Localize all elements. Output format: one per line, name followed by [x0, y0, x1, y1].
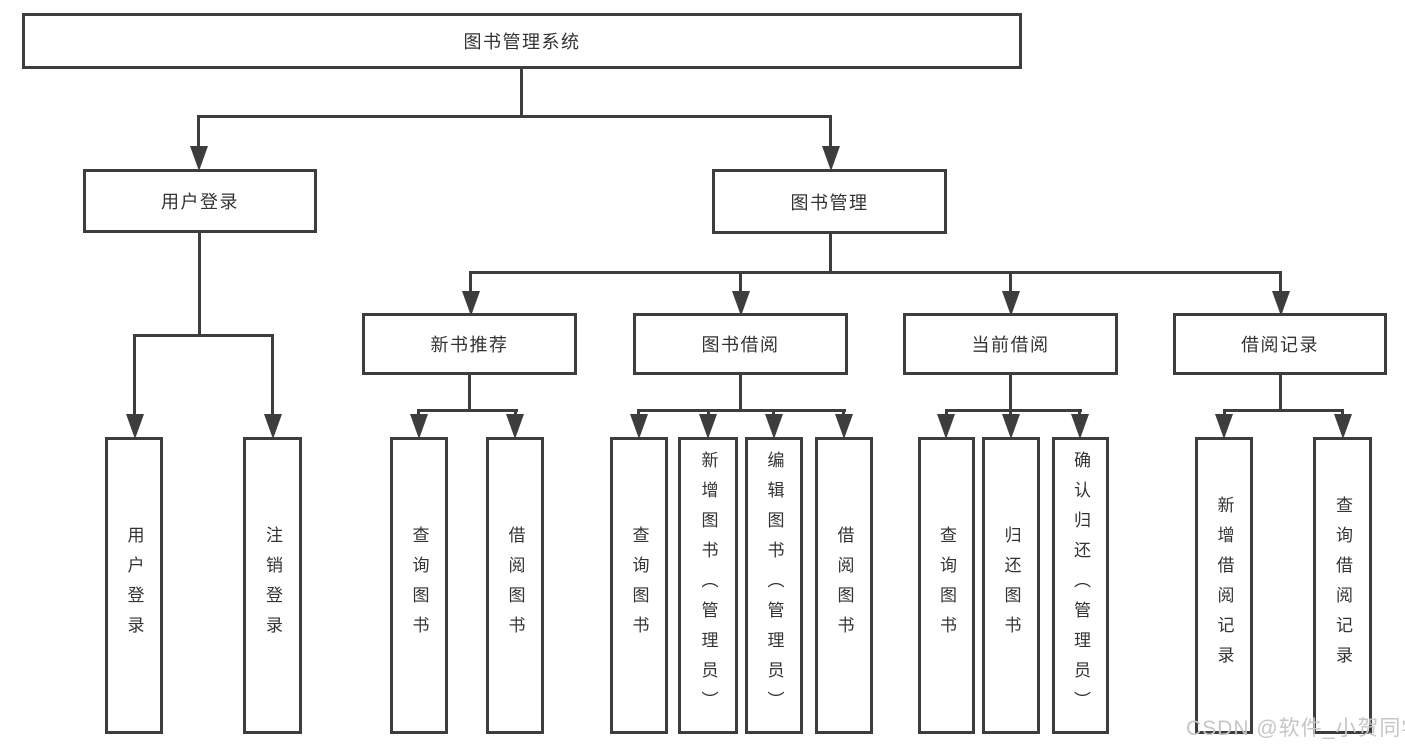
connector-line: [197, 115, 832, 118]
connector-line: [468, 375, 471, 411]
arrow-down-icon: [630, 414, 648, 439]
csdn-watermark: CSDN @软件_小贺同学: [1186, 717, 1405, 740]
leaf-borrow-books-recommend: 借阅图书: [486, 437, 544, 734]
arrow-down-icon: [126, 414, 144, 439]
node-current-borrow: 当前借阅: [903, 313, 1118, 375]
arrow-down-icon: [937, 414, 955, 439]
arrow-down-icon: [1002, 414, 1020, 439]
connector-line: [1279, 271, 1282, 292]
connector-line: [1223, 409, 1344, 412]
leaf-logout: 注销登录: [243, 437, 302, 734]
node-root-label: 图书管理系统: [463, 32, 581, 52]
connector-line: [739, 271, 742, 292]
arrow-down-icon: [732, 291, 750, 316]
node-new-book-recommend: 新书推荐: [362, 313, 577, 375]
leaf-query-books-borrow: 查询图书: [610, 437, 668, 734]
leaf-query-borrow-record-label: 查询借阅记录: [1333, 495, 1352, 676]
leaf-logout-label: 注销登录: [263, 525, 282, 646]
leaf-borrow-books: 借阅图书: [815, 437, 873, 734]
connector-line: [1341, 409, 1344, 418]
arrow-down-icon: [1272, 291, 1290, 316]
arrow-down-icon: [765, 414, 783, 439]
leaf-return-books: 归还图书: [982, 437, 1040, 734]
arrow-down-icon: [264, 414, 282, 439]
node-new-book-recommend-label: 新书推荐: [430, 335, 509, 355]
connector-line: [417, 409, 420, 418]
node-current-borrow-label: 当前借阅: [971, 335, 1050, 355]
arrow-down-icon: [462, 291, 480, 316]
leaf-return-books-label: 归还图书: [1001, 525, 1021, 646]
leaf-borrow-books-recommend-label: 借阅图书: [505, 525, 525, 646]
leaf-add-books-admin-label: 新增图书（管理员）: [698, 450, 718, 721]
connector-line: [945, 409, 1082, 412]
leaf-confirm-return-admin: 确认归还（管理员）: [1052, 437, 1109, 734]
arrow-down-icon: [822, 146, 840, 171]
connector-line: [1279, 375, 1282, 411]
connector-line: [271, 334, 274, 416]
connector-line: [514, 409, 517, 418]
connector-line: [198, 233, 201, 336]
arrow-down-icon: [506, 414, 524, 439]
arrow-down-icon: [699, 414, 717, 439]
connector-line: [1009, 271, 1012, 292]
connector-line: [772, 409, 775, 418]
connector-line: [1009, 375, 1012, 411]
node-book-borrow-label: 图书借阅: [701, 335, 780, 355]
connector-line: [469, 271, 1282, 274]
leaf-query-books-current-label: 查询图书: [937, 525, 956, 646]
connector-line: [637, 409, 846, 412]
leaf-add-books-admin: 新增图书（管理员）: [678, 437, 738, 734]
node-user-login: 用户登录: [83, 169, 317, 233]
connector-line: [842, 409, 845, 418]
node-book-management-label: 图书管理: [790, 192, 869, 213]
connector-line: [945, 409, 948, 418]
node-book-management: 图书管理: [712, 169, 947, 234]
node-root: 图书管理系统: [22, 13, 1022, 69]
arrow-down-icon: [1071, 414, 1089, 439]
arrow-down-icon: [1002, 291, 1020, 316]
connector-line: [829, 234, 832, 274]
node-borrow-records: 借阅记录: [1173, 313, 1387, 375]
node-book-borrow: 图书借阅: [633, 313, 848, 375]
arrow-down-icon: [835, 414, 853, 439]
connector-line: [829, 115, 832, 148]
leaf-user-login-label: 用户登录: [124, 525, 144, 646]
leaf-borrow-books-label: 借阅图书: [834, 525, 854, 646]
connector-line: [417, 409, 518, 412]
leaf-user-login: 用户登录: [105, 437, 163, 734]
leaf-query-books-borrow-label: 查询图书: [629, 525, 649, 646]
arrow-down-icon: [1215, 414, 1233, 439]
leaf-query-books-recommend-label: 查询图书: [409, 525, 429, 646]
leaf-add-borrow-record-label: 新增借阅记录: [1214, 495, 1234, 676]
leaf-edit-books-admin: 编辑图书（管理员）: [745, 437, 803, 734]
leaf-add-borrow-record: 新增借阅记录: [1195, 437, 1253, 734]
connector-line: [739, 375, 742, 411]
connector-line: [707, 409, 710, 418]
connector-line: [133, 334, 274, 337]
arrow-down-icon: [410, 414, 428, 439]
connector-line: [197, 115, 200, 148]
arrow-down-icon: [1334, 414, 1352, 439]
leaf-edit-books-admin-label: 编辑图书（管理员）: [764, 450, 784, 721]
connector-line: [469, 271, 472, 292]
connector-line: [1223, 409, 1226, 418]
connector-line: [133, 334, 136, 416]
connector-line: [1009, 409, 1012, 418]
connector-line: [520, 69, 523, 117]
connector-line: [637, 409, 640, 418]
leaf-query-books-recommend: 查询图书: [390, 437, 448, 734]
connector-line: [1078, 409, 1081, 418]
leaf-query-borrow-record: 查询借阅记录: [1313, 437, 1372, 734]
arrow-down-icon: [190, 146, 208, 171]
leaf-confirm-return-admin-label: 确认归还（管理员）: [1071, 450, 1090, 721]
leaf-query-books-current: 查询图书: [918, 437, 975, 734]
node-borrow-records-label: 借阅记录: [1241, 335, 1319, 355]
node-user-login-label: 用户登录: [161, 192, 239, 212]
